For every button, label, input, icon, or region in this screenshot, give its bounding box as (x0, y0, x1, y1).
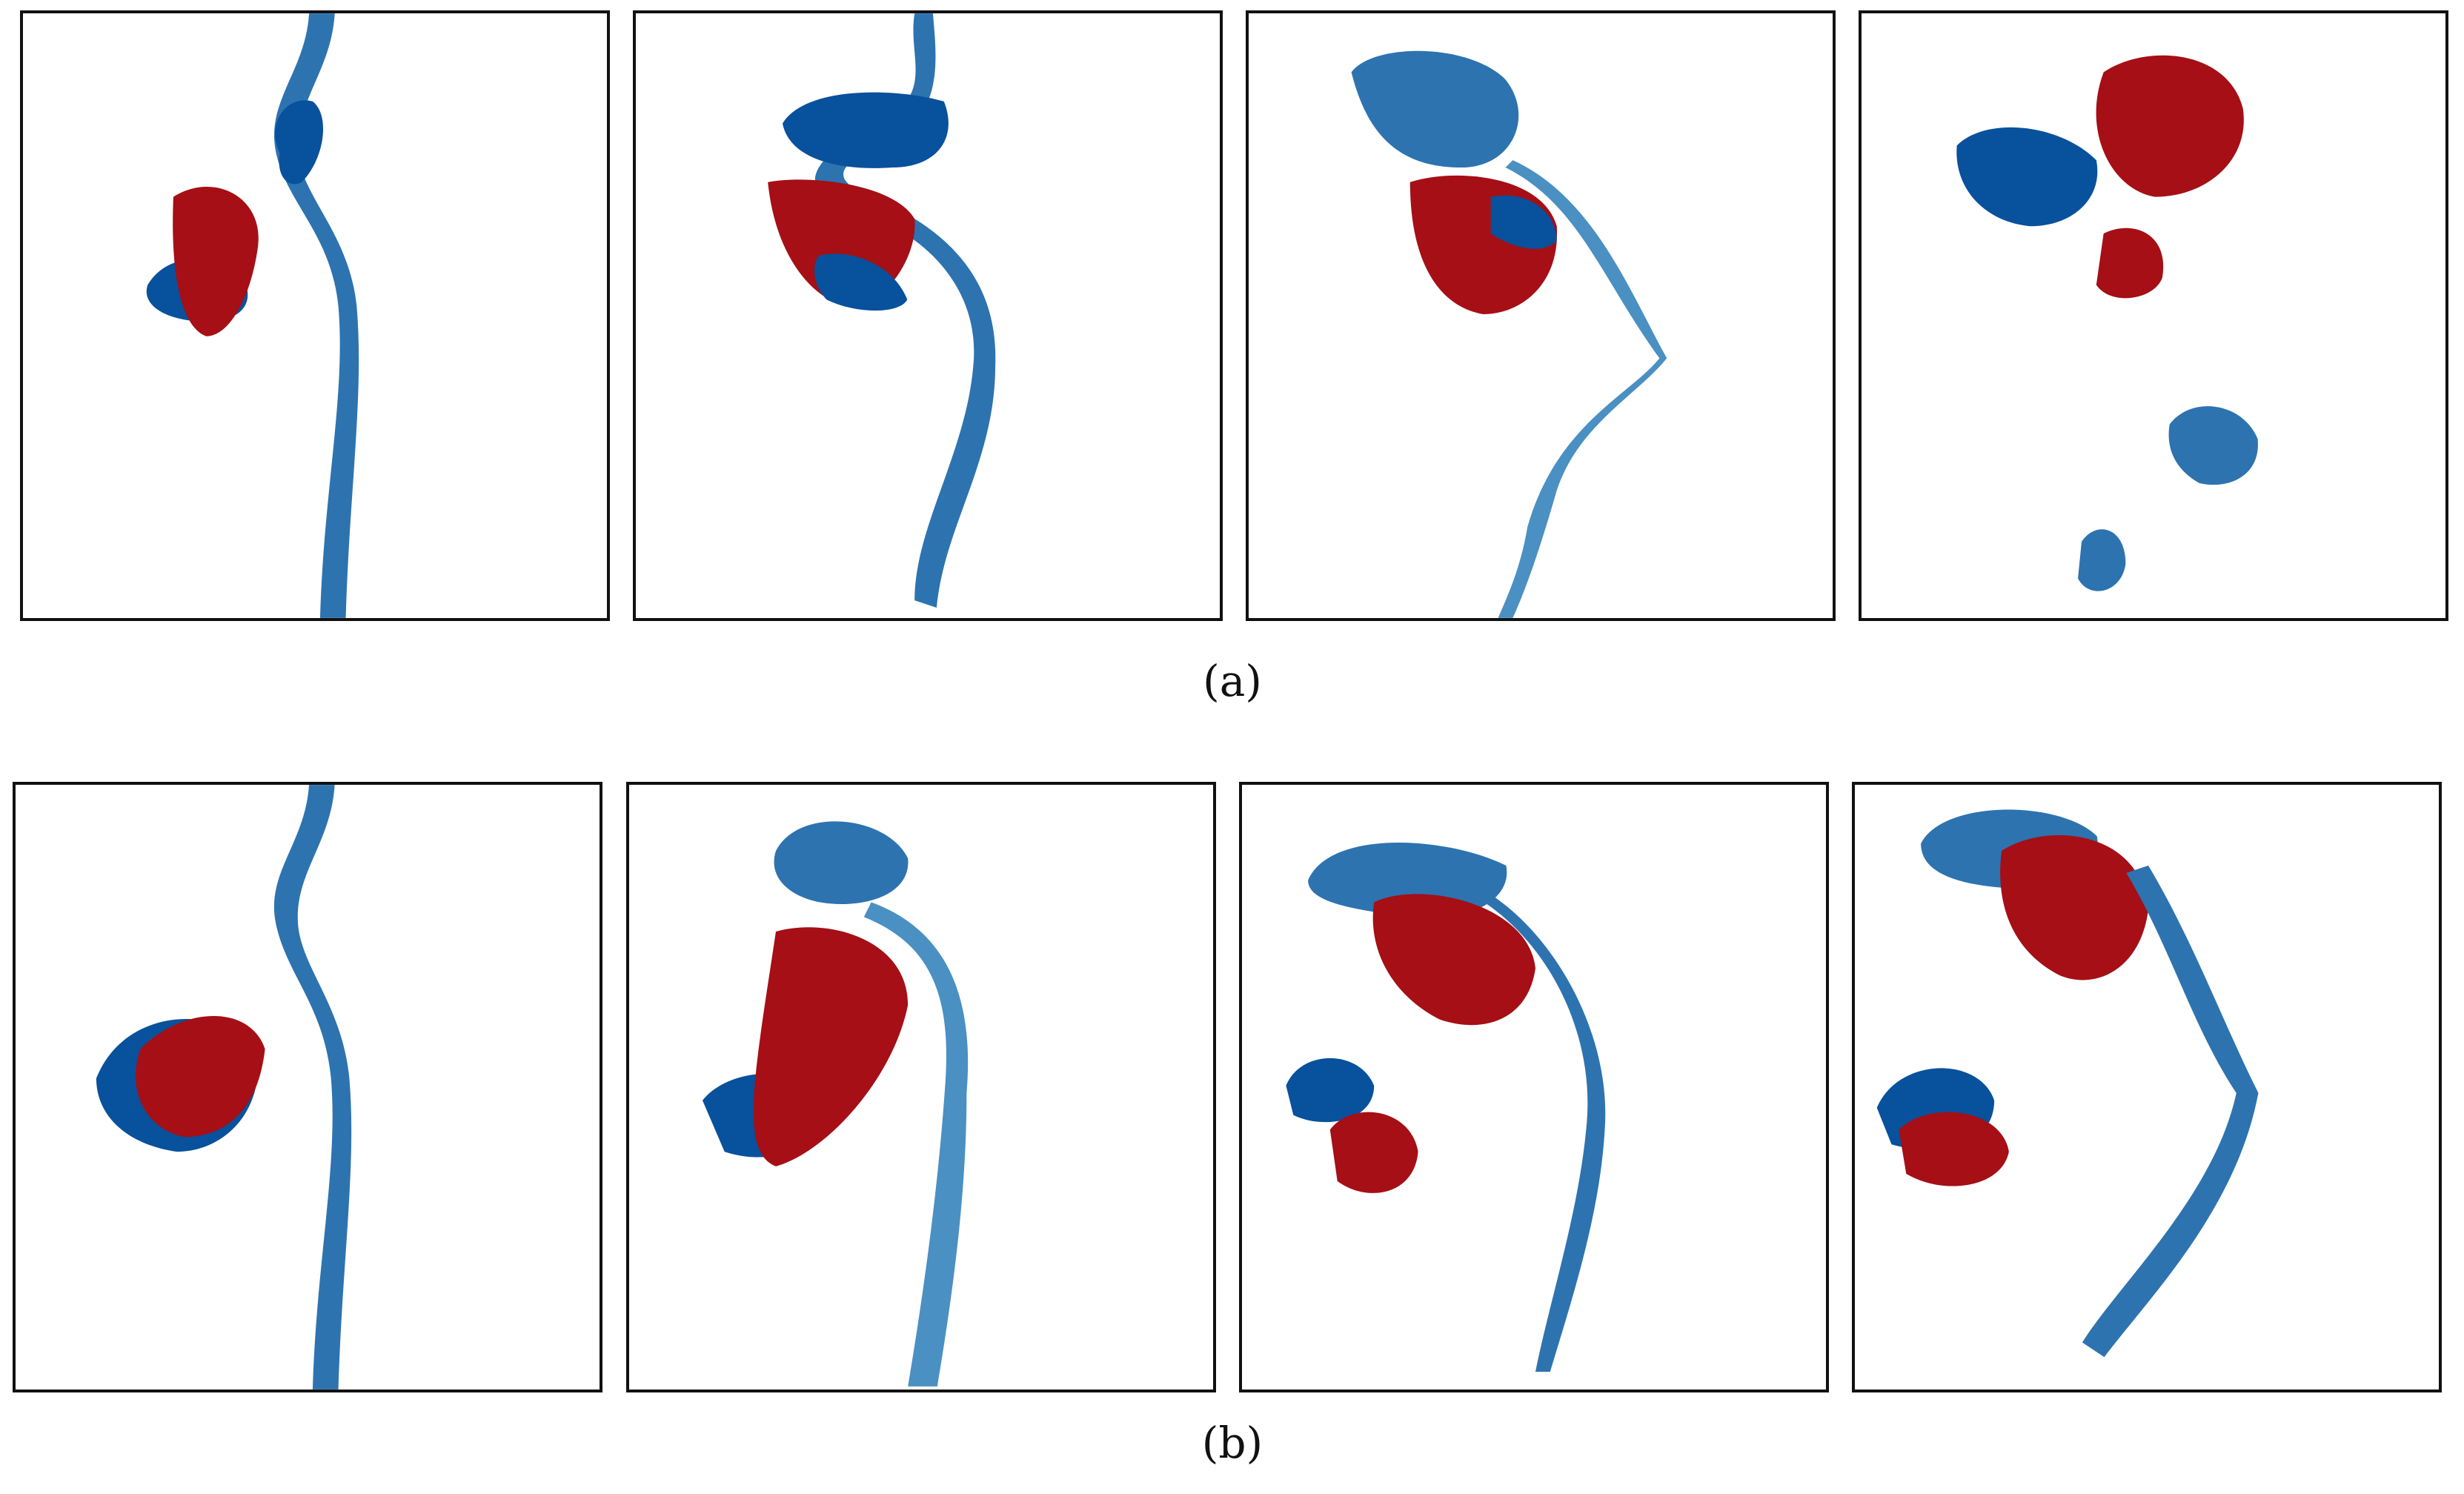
red-vortex (1372, 894, 1535, 1026)
blue-sheet-tail (1498, 160, 1667, 618)
flow-field-a1 (146, 13, 359, 618)
blue-sheet-tail (2082, 866, 2259, 1358)
panel-a2 (633, 10, 1223, 621)
red-blob (136, 1015, 265, 1138)
blue-vortex-sheet (273, 785, 352, 1390)
blue-blob (1286, 1058, 1375, 1123)
blue-drop (2078, 529, 2126, 591)
caption-b: (b) (1201, 1418, 1263, 1468)
blue-sheet-tail (1484, 894, 1606, 1372)
blue-vortex (1956, 127, 2098, 227)
flow-field-a4 (1956, 55, 2258, 591)
flow-field-b1 (96, 785, 352, 1390)
blue-vortex-sheet (273, 13, 359, 618)
panel-b4 (1852, 782, 2442, 1392)
panel-b3 (1239, 782, 1829, 1392)
panel-a3 (1246, 10, 1836, 621)
flow-field-b4 (1876, 809, 2259, 1358)
panel-a1 (20, 10, 610, 621)
caption-a: (a) (1203, 656, 1262, 706)
flow-field-b2 (702, 821, 969, 1387)
red-vortex (2096, 55, 2244, 197)
red-blob (173, 187, 259, 336)
red-vortex (2000, 834, 2148, 980)
red-blob (1899, 1112, 2009, 1186)
red-blob (2096, 228, 2164, 299)
flow-field-b3 (1286, 843, 1606, 1372)
flow-field-a3 (1351, 50, 1667, 618)
blue-vortex-core (782, 92, 949, 168)
red-blob (753, 927, 909, 1166)
blue-blob (1490, 195, 1557, 249)
flow-field-a2 (768, 13, 996, 608)
blue-vortex-sheet (774, 821, 909, 905)
blue-vortex-lower (2168, 406, 2258, 485)
blue-blob (814, 253, 908, 311)
blue-sheet-tail (863, 902, 969, 1387)
blue-vortex-sheet (1351, 50, 1519, 168)
panel-b1 (13, 782, 602, 1392)
red-blob (1329, 1112, 1418, 1193)
blue-vortex-core (275, 100, 324, 185)
panel-b2 (626, 782, 1216, 1392)
panel-a4 (1859, 10, 2448, 621)
